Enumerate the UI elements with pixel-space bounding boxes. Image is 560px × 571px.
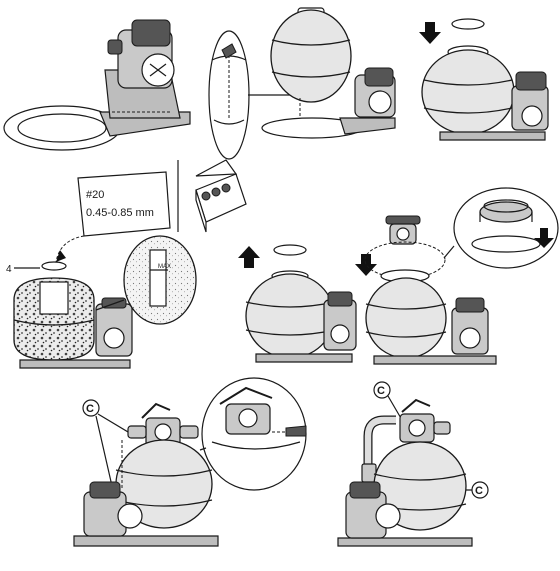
sand-level-zoom: MAX xyxy=(95,235,197,325)
pump xyxy=(511,71,549,131)
step-7-valve-install xyxy=(355,187,559,365)
pump xyxy=(354,67,396,118)
multiport-valve xyxy=(399,398,451,443)
step-1-pump-on-base xyxy=(3,19,191,151)
gravel-box xyxy=(195,159,247,233)
arrow-up-icon xyxy=(238,246,260,268)
step-3-tank-assembled xyxy=(419,18,549,141)
callout-c-label-top: C xyxy=(377,385,385,397)
arrow-down-icon xyxy=(534,228,554,248)
sand-bag xyxy=(77,171,171,237)
step-5-tank-filled: 4 MAX xyxy=(6,235,197,369)
callout-4: 4 xyxy=(6,264,12,275)
pump xyxy=(83,481,143,537)
arrow-down-icon xyxy=(419,22,441,44)
pump xyxy=(451,297,489,355)
multiport-valve xyxy=(127,402,199,447)
max-level-label: MAX xyxy=(158,264,171,270)
filter-tank xyxy=(270,7,352,103)
callout-c-label: C xyxy=(86,403,94,415)
step-9-hose-connect: C C xyxy=(337,381,489,547)
pump xyxy=(345,481,401,539)
step-2-tank-onto-base xyxy=(208,7,396,160)
multiport-valve xyxy=(385,215,421,245)
pump xyxy=(95,297,133,357)
step-6-tank-lift xyxy=(238,244,357,363)
hose xyxy=(363,415,396,470)
arrow-down-icon xyxy=(355,254,377,276)
pump xyxy=(107,19,175,89)
clamp-zoom xyxy=(199,377,307,491)
step-4-sand-media: #20 0.45-0.85 mm xyxy=(55,159,247,263)
sand-grade-label: #20 xyxy=(86,189,104,201)
sand-size-label: 0.45-0.85 mm xyxy=(86,207,154,219)
pump xyxy=(323,291,357,351)
oring-zoom xyxy=(443,187,559,269)
callout-c-label-bottom: C xyxy=(475,485,483,497)
step-8-hose-clamp: C xyxy=(73,377,307,547)
